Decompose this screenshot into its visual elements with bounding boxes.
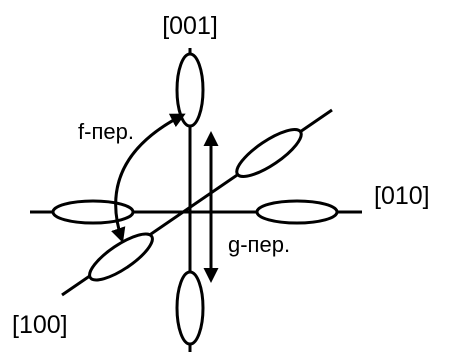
ellipse-left xyxy=(51,199,135,225)
axis-001-label: [001] xyxy=(162,12,218,40)
axis-010-label: [010] xyxy=(374,182,430,210)
axis-100-label: [100] xyxy=(12,311,68,339)
ellipse-right xyxy=(255,199,339,225)
ellipse-bottom xyxy=(175,270,205,346)
ellipse-upper-diagonal xyxy=(235,128,303,178)
f-transition-arrow xyxy=(111,113,186,243)
f-transition-label: f-пер. xyxy=(78,119,134,144)
g-transition-label: g-пер. xyxy=(228,232,290,257)
ellipse-top xyxy=(175,52,205,128)
